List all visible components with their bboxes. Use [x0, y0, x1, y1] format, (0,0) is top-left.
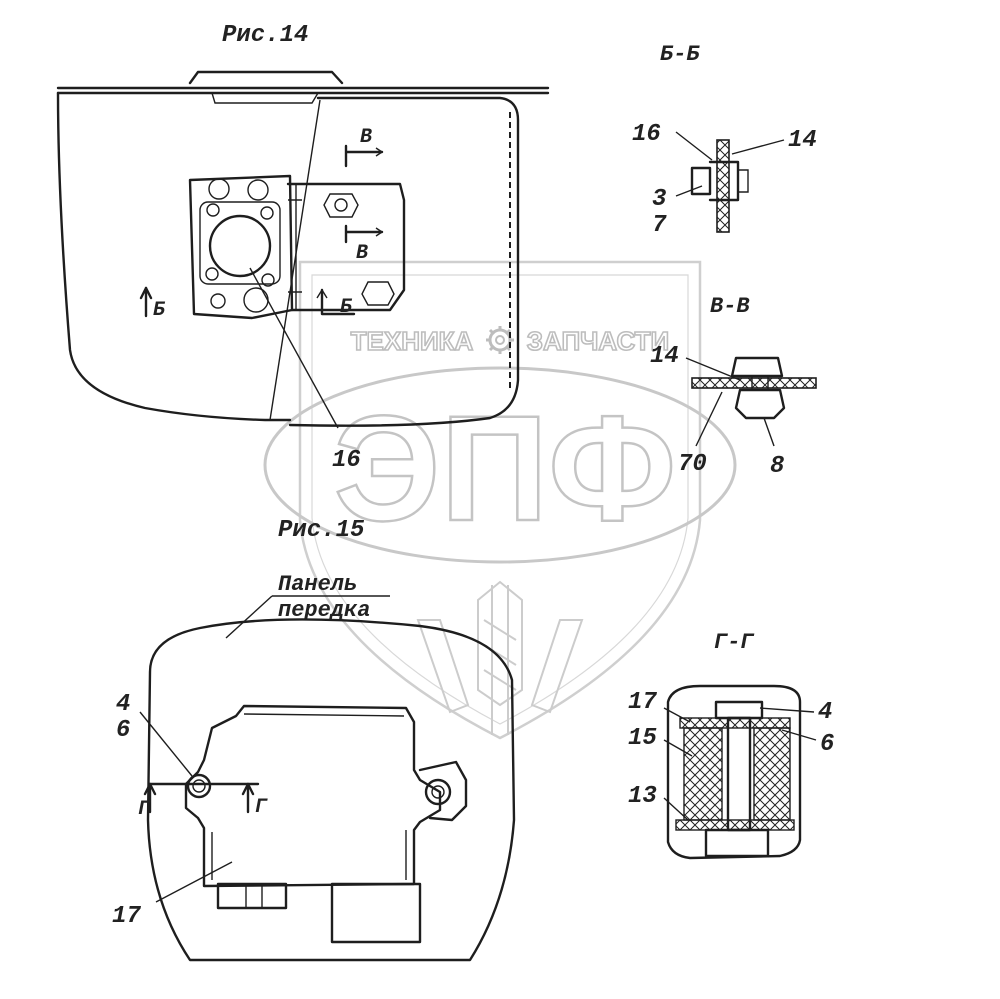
cut-mark-b-right: Б: [340, 296, 353, 319]
watermark-right-text: ЗАПЧАСТИ: [527, 326, 670, 356]
bb-callout-14: 14: [788, 127, 817, 154]
watermark-shield: [298, 260, 702, 740]
fig14-callout-16: 16: [332, 447, 361, 474]
gg-callout-6: 6: [820, 731, 834, 758]
cut-mark-v-bottom: В: [356, 242, 368, 265]
fig15-callout-4: 4: [116, 691, 130, 718]
cut-mark-b-left: Б: [153, 299, 166, 322]
section-v-v: В-В 14 70 8: [650, 294, 817, 480]
watermark: ТЕХНИКА ЗАПЧАСТИ ЭПФ: [263, 260, 737, 740]
gg-callout-15: 15: [628, 725, 657, 752]
section-g-g: Г-Г 17 15 13 4 6: [628, 630, 834, 860]
section-vv-title: В-В: [710, 294, 750, 319]
cut-mark-v-top: В: [360, 126, 372, 149]
section-gg-title: Г-Г: [714, 630, 754, 655]
section-b-b: Б-Б 16 14 3 7: [632, 42, 817, 239]
gear-icon: [486, 326, 514, 354]
fig15-callout-17: 17: [112, 903, 141, 930]
gg-callout-4: 4: [818, 699, 832, 726]
gg-callout-13: 13: [628, 783, 657, 810]
cut-mark-g-right: Г: [255, 796, 268, 819]
bb-callout-16: 16: [632, 121, 661, 148]
bb-callout-3: 3: [652, 186, 666, 213]
vv-callout-8: 8: [770, 453, 784, 480]
watermark-left-text: ТЕХНИКА: [351, 326, 474, 356]
bb-callout-7: 7: [652, 212, 667, 239]
figure-14: Рис.14 В В: [56, 22, 550, 474]
vv-callout-70: 70: [678, 451, 707, 478]
cut-mark-g-left: Г: [138, 798, 151, 821]
section-bb-title: Б-Б: [660, 42, 700, 67]
fig14-title: Рис.14: [222, 22, 308, 49]
watermark-ellipse: [263, 366, 737, 564]
fig15-title: Рис.15: [278, 517, 365, 544]
vv-callout-14: 14: [650, 343, 679, 370]
panel-label-line1: Панель: [278, 572, 357, 597]
gg-callout-17: 17: [628, 689, 657, 716]
fig15-callout-6: 6: [116, 717, 130, 744]
figure-15: Рис.15 Панель передка Г Г 4 6 17: [112, 517, 516, 962]
